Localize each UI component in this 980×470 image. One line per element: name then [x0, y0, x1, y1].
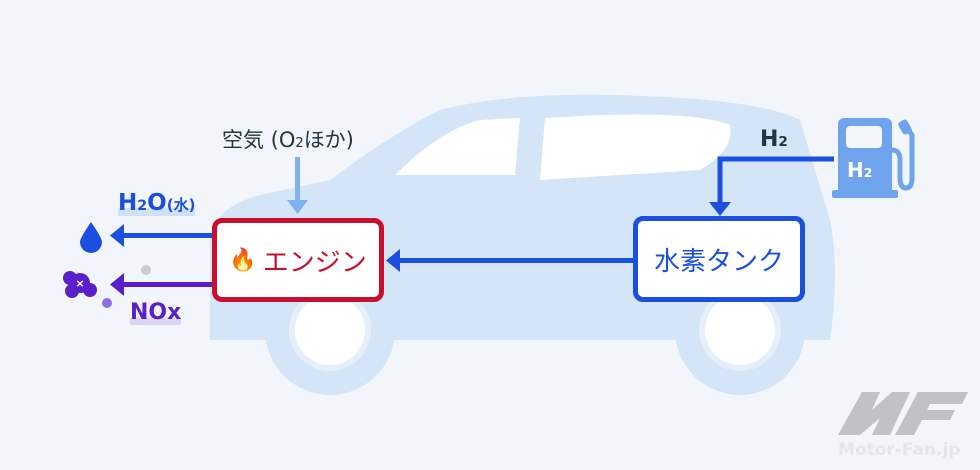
- h2-supply-arrow: [709, 156, 834, 216]
- motorfan-logo: [838, 392, 968, 435]
- nox-smoke-icon: ×: [63, 265, 151, 308]
- air-arrow: [287, 157, 308, 214]
- svg-text:×: ×: [75, 277, 84, 290]
- h2-supply-label: H2: [760, 127, 788, 152]
- engine-box: 🔥 エンジン: [212, 218, 384, 302]
- front-wheel: [289, 289, 371, 371]
- nox-label: NOx: [130, 300, 182, 325]
- tank-label: 水素タンク: [653, 246, 784, 277]
- nox-out-arrow: [110, 273, 212, 296]
- tank-to-engine-arrow: [386, 249, 634, 272]
- h2o-out-arrow: [110, 224, 212, 247]
- h2o-label: H2O(水): [118, 190, 196, 216]
- flame-icon: 🔥: [229, 247, 257, 273]
- pump-h2-label: H2: [847, 158, 873, 182]
- car-windows: [395, 114, 731, 180]
- rear-wheel: [699, 289, 781, 371]
- watermark-text: Motor-Fan.jp: [838, 440, 961, 460]
- water-drop-icon: [80, 222, 102, 253]
- hydrogen-pump-icon: [832, 118, 915, 198]
- hydrogen-tank-box: 水素タンク: [633, 216, 805, 302]
- air-label: 空気 (O2ほか): [222, 128, 354, 152]
- engine-label: エンジン: [262, 247, 367, 278]
